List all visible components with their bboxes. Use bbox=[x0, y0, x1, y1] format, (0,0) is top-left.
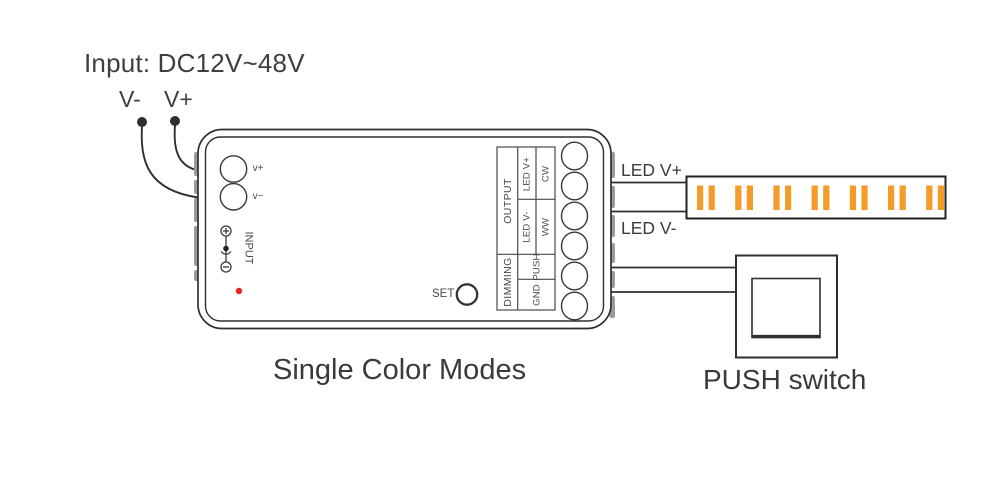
terminal-cell-gnd: GND bbox=[530, 283, 542, 306]
led-bar bbox=[888, 185, 895, 210]
led-bar bbox=[746, 185, 753, 210]
status-led bbox=[235, 287, 243, 295]
led-bar bbox=[849, 185, 856, 210]
wire-label-led-v-plus: LED V+ bbox=[621, 160, 682, 180]
output-terminal bbox=[560, 261, 589, 291]
screw-terminal-v-minus-label: v− bbox=[252, 190, 264, 202]
output-terminal bbox=[560, 291, 589, 321]
led-strip-bars bbox=[697, 185, 944, 210]
led-bar bbox=[697, 185, 704, 210]
output-terminal bbox=[560, 201, 589, 231]
led-bar bbox=[785, 185, 792, 210]
led-bar bbox=[861, 185, 868, 210]
led-bar bbox=[811, 185, 818, 210]
v-minus-label: V- bbox=[119, 86, 141, 112]
led-bar bbox=[899, 185, 906, 210]
terminal-cell-ww: WW bbox=[539, 217, 551, 236]
set-button bbox=[455, 283, 479, 306]
output-terminals bbox=[560, 141, 589, 321]
v-plus-label: V+ bbox=[164, 86, 193, 112]
screw-terminal-v-plus-label: v+ bbox=[252, 162, 264, 174]
input-voltage-title: Input: DC12V~48V bbox=[84, 48, 305, 78]
output-wires bbox=[611, 181, 736, 293]
dc-polarity-icon bbox=[220, 225, 232, 273]
push-switch-button bbox=[751, 277, 821, 339]
led-bar bbox=[823, 185, 830, 210]
v-minus-wire-dot bbox=[137, 117, 147, 127]
terminal-block-table bbox=[496, 146, 556, 311]
terminal-cell-led-v-minus: LED V- bbox=[521, 210, 533, 243]
terminal-cell-led-v-plus: LED V+ bbox=[521, 156, 533, 191]
output-terminal bbox=[560, 231, 589, 261]
v-plus-wire-dot bbox=[170, 116, 180, 126]
terminal-cell-push: PUSH bbox=[530, 253, 542, 281]
led-bar bbox=[735, 185, 742, 210]
led-bar bbox=[708, 185, 715, 210]
output-terminal bbox=[560, 141, 589, 171]
led-bar bbox=[773, 185, 780, 210]
terminal-cell-cw: CW bbox=[539, 165, 551, 182]
led-bar bbox=[926, 185, 933, 210]
screw-terminal-v-minus bbox=[219, 182, 248, 211]
diagram-caption: Single Color Modes bbox=[273, 354, 527, 386]
push-switch-label: PUSH switch bbox=[703, 364, 867, 395]
set-button-label: SET bbox=[432, 288, 455, 300]
terminal-section-dimming: DIMMING bbox=[501, 257, 514, 307]
terminal-section-output: OUTPUT bbox=[501, 177, 514, 224]
input-port-label: INPUT bbox=[242, 231, 255, 265]
led-bar bbox=[937, 185, 944, 210]
wire-label-led-v-minus: LED V- bbox=[621, 218, 677, 238]
screw-terminal-v-plus bbox=[219, 155, 248, 183]
v-plus-wire bbox=[173, 124, 199, 172]
v-minus-wire bbox=[140, 125, 199, 199]
output-terminal bbox=[560, 171, 589, 201]
